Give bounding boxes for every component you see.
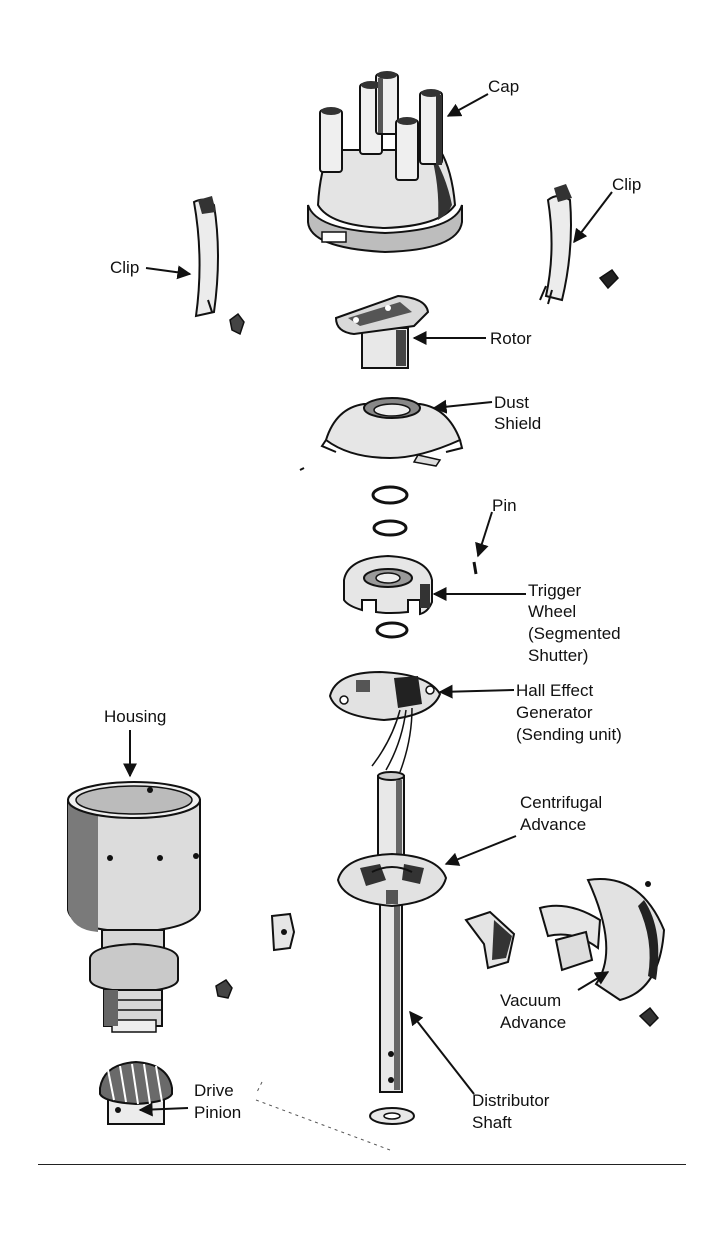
dust-shield [320, 397, 464, 467]
drive-pinion [99, 1060, 173, 1125]
centrifugal-advance [336, 852, 448, 908]
label-trigger-line2: Wheel [528, 602, 577, 621]
pin [472, 561, 478, 575]
label-centrifugal-line2: Advance [520, 815, 587, 834]
label-cap: Cap [488, 77, 520, 96]
label-trigger-line4: Shutter) [528, 646, 589, 665]
arrow-drive [138, 1102, 189, 1117]
arrow-cap [446, 93, 489, 117]
hall-effect-generator [328, 670, 442, 773]
label-shaft-line2: Shaft [472, 1113, 512, 1132]
rotor [334, 294, 430, 369]
label-hall-line3: (Sending unit) [516, 725, 622, 744]
leader-lines [123, 93, 613, 1117]
label-vacuum-line2: Advance [500, 1013, 567, 1032]
label-vacuum-line1: Vacuum [500, 991, 562, 1010]
retaining-ring-upper [371, 485, 409, 505]
label-hall-line1: Hall Effect [516, 681, 594, 700]
arrow-pin [475, 511, 493, 558]
clip-screw-left [229, 312, 245, 336]
retaining-ring-middle [372, 519, 408, 537]
label-centrifugal-line1: Centrifugal [520, 793, 603, 812]
arrow-vacuum [577, 971, 610, 991]
arrow-dust-shield [432, 399, 493, 414]
arrow-clip-right [573, 191, 613, 244]
label-drive-line2: Pinion [194, 1103, 242, 1122]
bracket-screw [215, 979, 233, 999]
label-hall-line2: Generator [516, 703, 593, 722]
label-trigger-line1: Trigger [528, 581, 582, 600]
clip-right [539, 184, 572, 305]
bracket [270, 912, 296, 952]
label-trigger-line3: (Segmented [528, 624, 621, 643]
distributor-cap [307, 71, 463, 254]
distributor-housing [67, 781, 201, 1033]
label-shaft-line1: Distributor [472, 1091, 550, 1110]
arrow-centrifugal [444, 835, 517, 866]
clip-left [192, 196, 219, 318]
arrow-clip-left [145, 265, 192, 280]
label-clip-left: Clip [110, 258, 140, 277]
page-divider-rule [38, 1164, 686, 1165]
label-clip-right: Clip [612, 175, 642, 194]
arrow-shaft [409, 1010, 475, 1095]
label-drive-line1: Drive [194, 1081, 234, 1100]
label-pin: Pin [492, 496, 517, 515]
label-housing: Housing [104, 707, 167, 726]
distributor-shaft [377, 771, 405, 1093]
arrow-hall [438, 684, 515, 699]
vacuum-advance [464, 878, 666, 1028]
label-dust-shield-line2: Shield [494, 414, 542, 433]
trigger-wheel [343, 554, 433, 616]
thrust-washer [369, 1107, 415, 1125]
label-rotor: Rotor [490, 329, 532, 348]
clip-screw-right [598, 268, 619, 290]
retaining-ring-lower [375, 621, 409, 639]
label-dust-shield-line1: Dust [494, 393, 529, 412]
